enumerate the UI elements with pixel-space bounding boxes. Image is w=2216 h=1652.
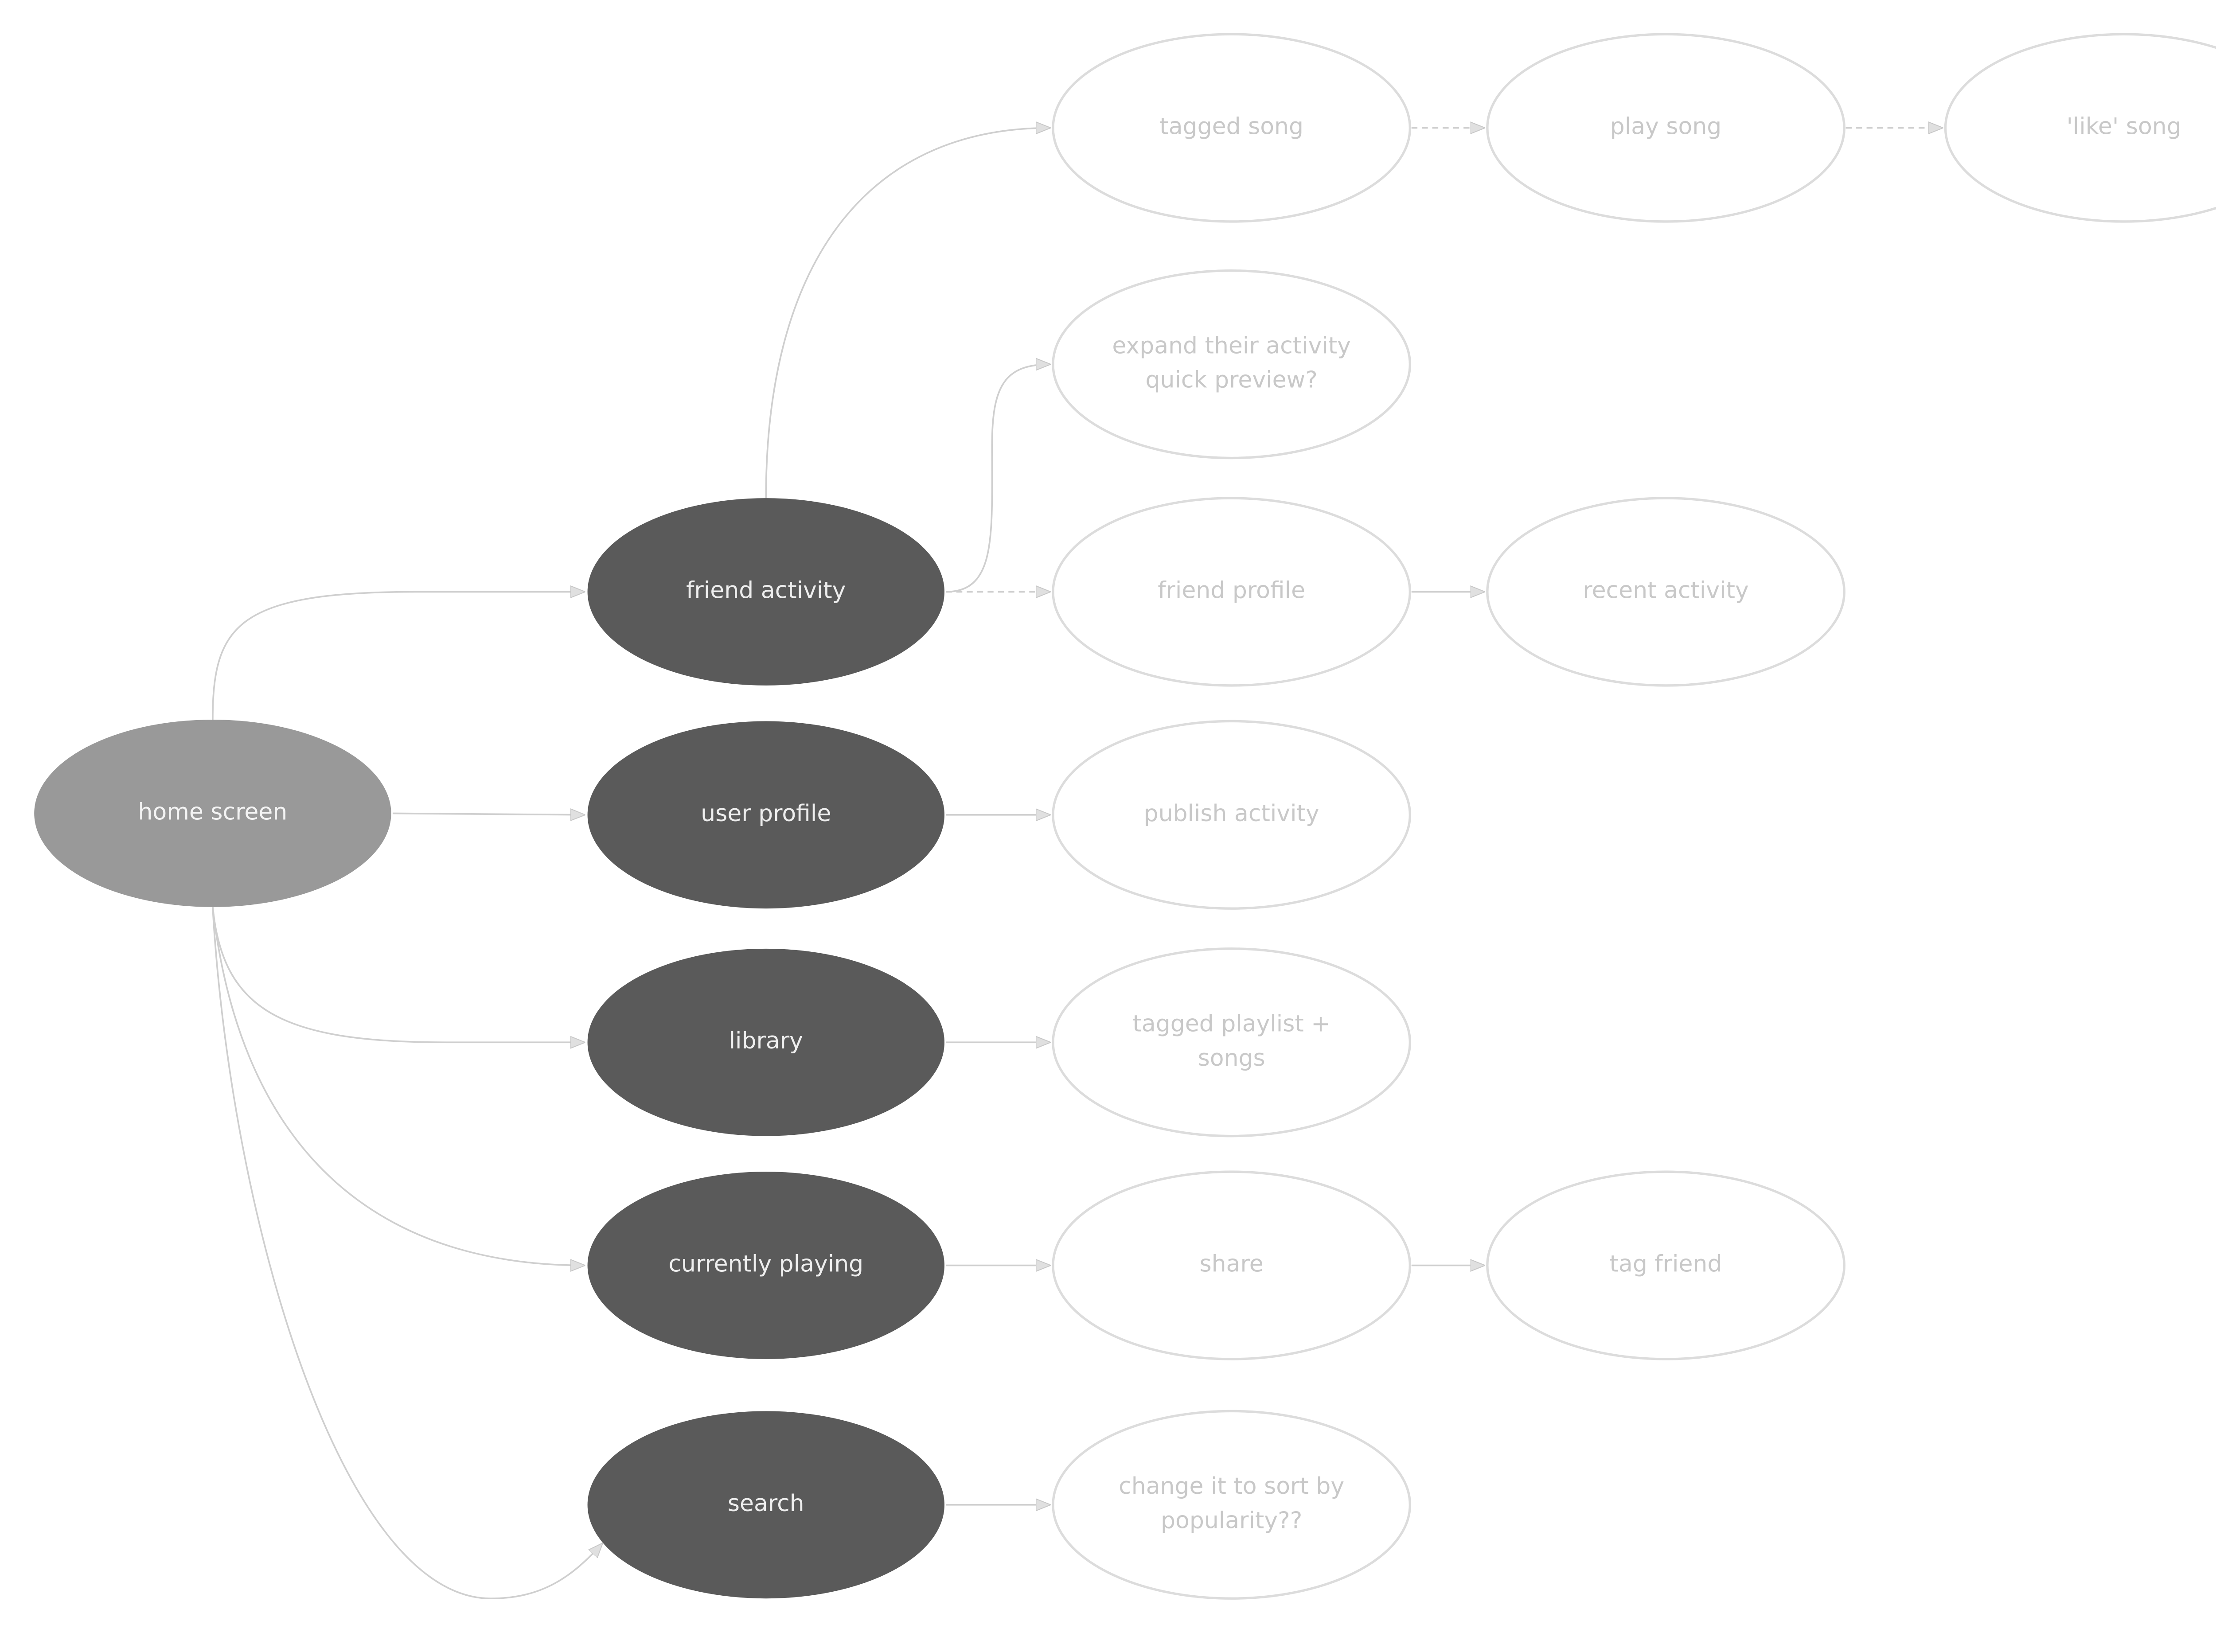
node-label: songs: [1198, 1045, 1265, 1071]
edge-home-to-search: [212, 907, 602, 1600]
node-sort-popularity[interactable]: change it to sort by popularity??: [1052, 1410, 1412, 1600]
node-shape[interactable]: [1052, 269, 1412, 460]
node-label: currently playing: [668, 1251, 863, 1278]
node-shape[interactable]: [1052, 1170, 1412, 1360]
node-label: expand their activity: [1112, 333, 1351, 359]
edge-friend-activity-to-expand-activity: [946, 364, 1050, 593]
node-shape[interactable]: [587, 1172, 944, 1359]
edge-home-to-library: [212, 907, 585, 1042]
node-label: recent activity: [1583, 577, 1748, 604]
node-friend-profile[interactable]: friend profile: [1052, 497, 1412, 687]
node-label: library: [729, 1028, 803, 1054]
node-shape[interactable]: [587, 948, 944, 1136]
edges-layer: [212, 128, 1943, 1600]
node-shape[interactable]: [1052, 1410, 1412, 1600]
node-shape[interactable]: [587, 721, 944, 909]
node-like-song[interactable]: 'like' song: [1944, 33, 2216, 223]
node-tagged-playlist[interactable]: tagged playlist + songs: [1052, 947, 1412, 1138]
node-home[interactable]: home screen: [34, 720, 391, 907]
node-currently-playing[interactable]: currently playing: [587, 1172, 944, 1359]
node-play-song[interactable]: play song: [1486, 33, 1845, 223]
node-shape[interactable]: [34, 720, 391, 907]
edge-home-to-user-profile: [392, 813, 585, 814]
node-label: friend activity: [686, 577, 846, 604]
node-expand-activity[interactable]: expand their activity quick preview?: [1052, 269, 1412, 460]
node-label: share: [1200, 1251, 1264, 1278]
node-recent-activity[interactable]: recent activity: [1486, 497, 1845, 687]
node-user-profile[interactable]: user profile: [587, 721, 944, 909]
node-friend-activity[interactable]: friend activity: [587, 498, 944, 686]
node-shape[interactable]: [587, 1411, 944, 1599]
node-label: publish activity: [1144, 800, 1319, 827]
node-tagged-song[interactable]: tagged song: [1052, 33, 1412, 223]
node-label: search: [728, 1490, 804, 1517]
node-shape[interactable]: [1944, 33, 2216, 223]
node-tag-friend[interactable]: tag friend: [1486, 1170, 1845, 1360]
node-label: home screen: [138, 799, 287, 825]
node-shape[interactable]: [1486, 497, 1845, 687]
node-label: tag friend: [1610, 1251, 1722, 1278]
edge-friend-activity-to-tagged-song: [765, 128, 1050, 499]
node-shape[interactable]: [1052, 33, 1412, 223]
node-shape[interactable]: [1052, 720, 1412, 910]
node-label: quick preview?: [1146, 367, 1318, 394]
node-label: play song: [1610, 113, 1722, 140]
node-search[interactable]: search: [587, 1411, 944, 1599]
node-label: tagged playlist +: [1132, 1011, 1330, 1037]
node-shape[interactable]: [587, 498, 944, 686]
node-library[interactable]: library: [587, 948, 944, 1136]
nodes-layer: home screen friend activity user profile li…: [34, 33, 2216, 1600]
node-shape[interactable]: [1052, 497, 1412, 687]
node-label: user profile: [701, 800, 831, 827]
node-publish-activity[interactable]: publish activity: [1052, 720, 1412, 910]
edge-home-to-currently-playing: [212, 907, 585, 1266]
edge-home-to-friend-activity: [212, 592, 585, 720]
node-label: 'like' song: [2067, 113, 2181, 140]
node-shape[interactable]: [1052, 947, 1412, 1138]
node-label: friend profile: [1158, 577, 1305, 604]
node-shape[interactable]: [1486, 1170, 1845, 1360]
node-label: tagged song: [1159, 113, 1303, 140]
node-share[interactable]: share: [1052, 1170, 1412, 1360]
node-label: popularity??: [1161, 1507, 1302, 1534]
node-label: change it to sort by: [1119, 1473, 1344, 1500]
node-shape[interactable]: [1486, 33, 1845, 223]
